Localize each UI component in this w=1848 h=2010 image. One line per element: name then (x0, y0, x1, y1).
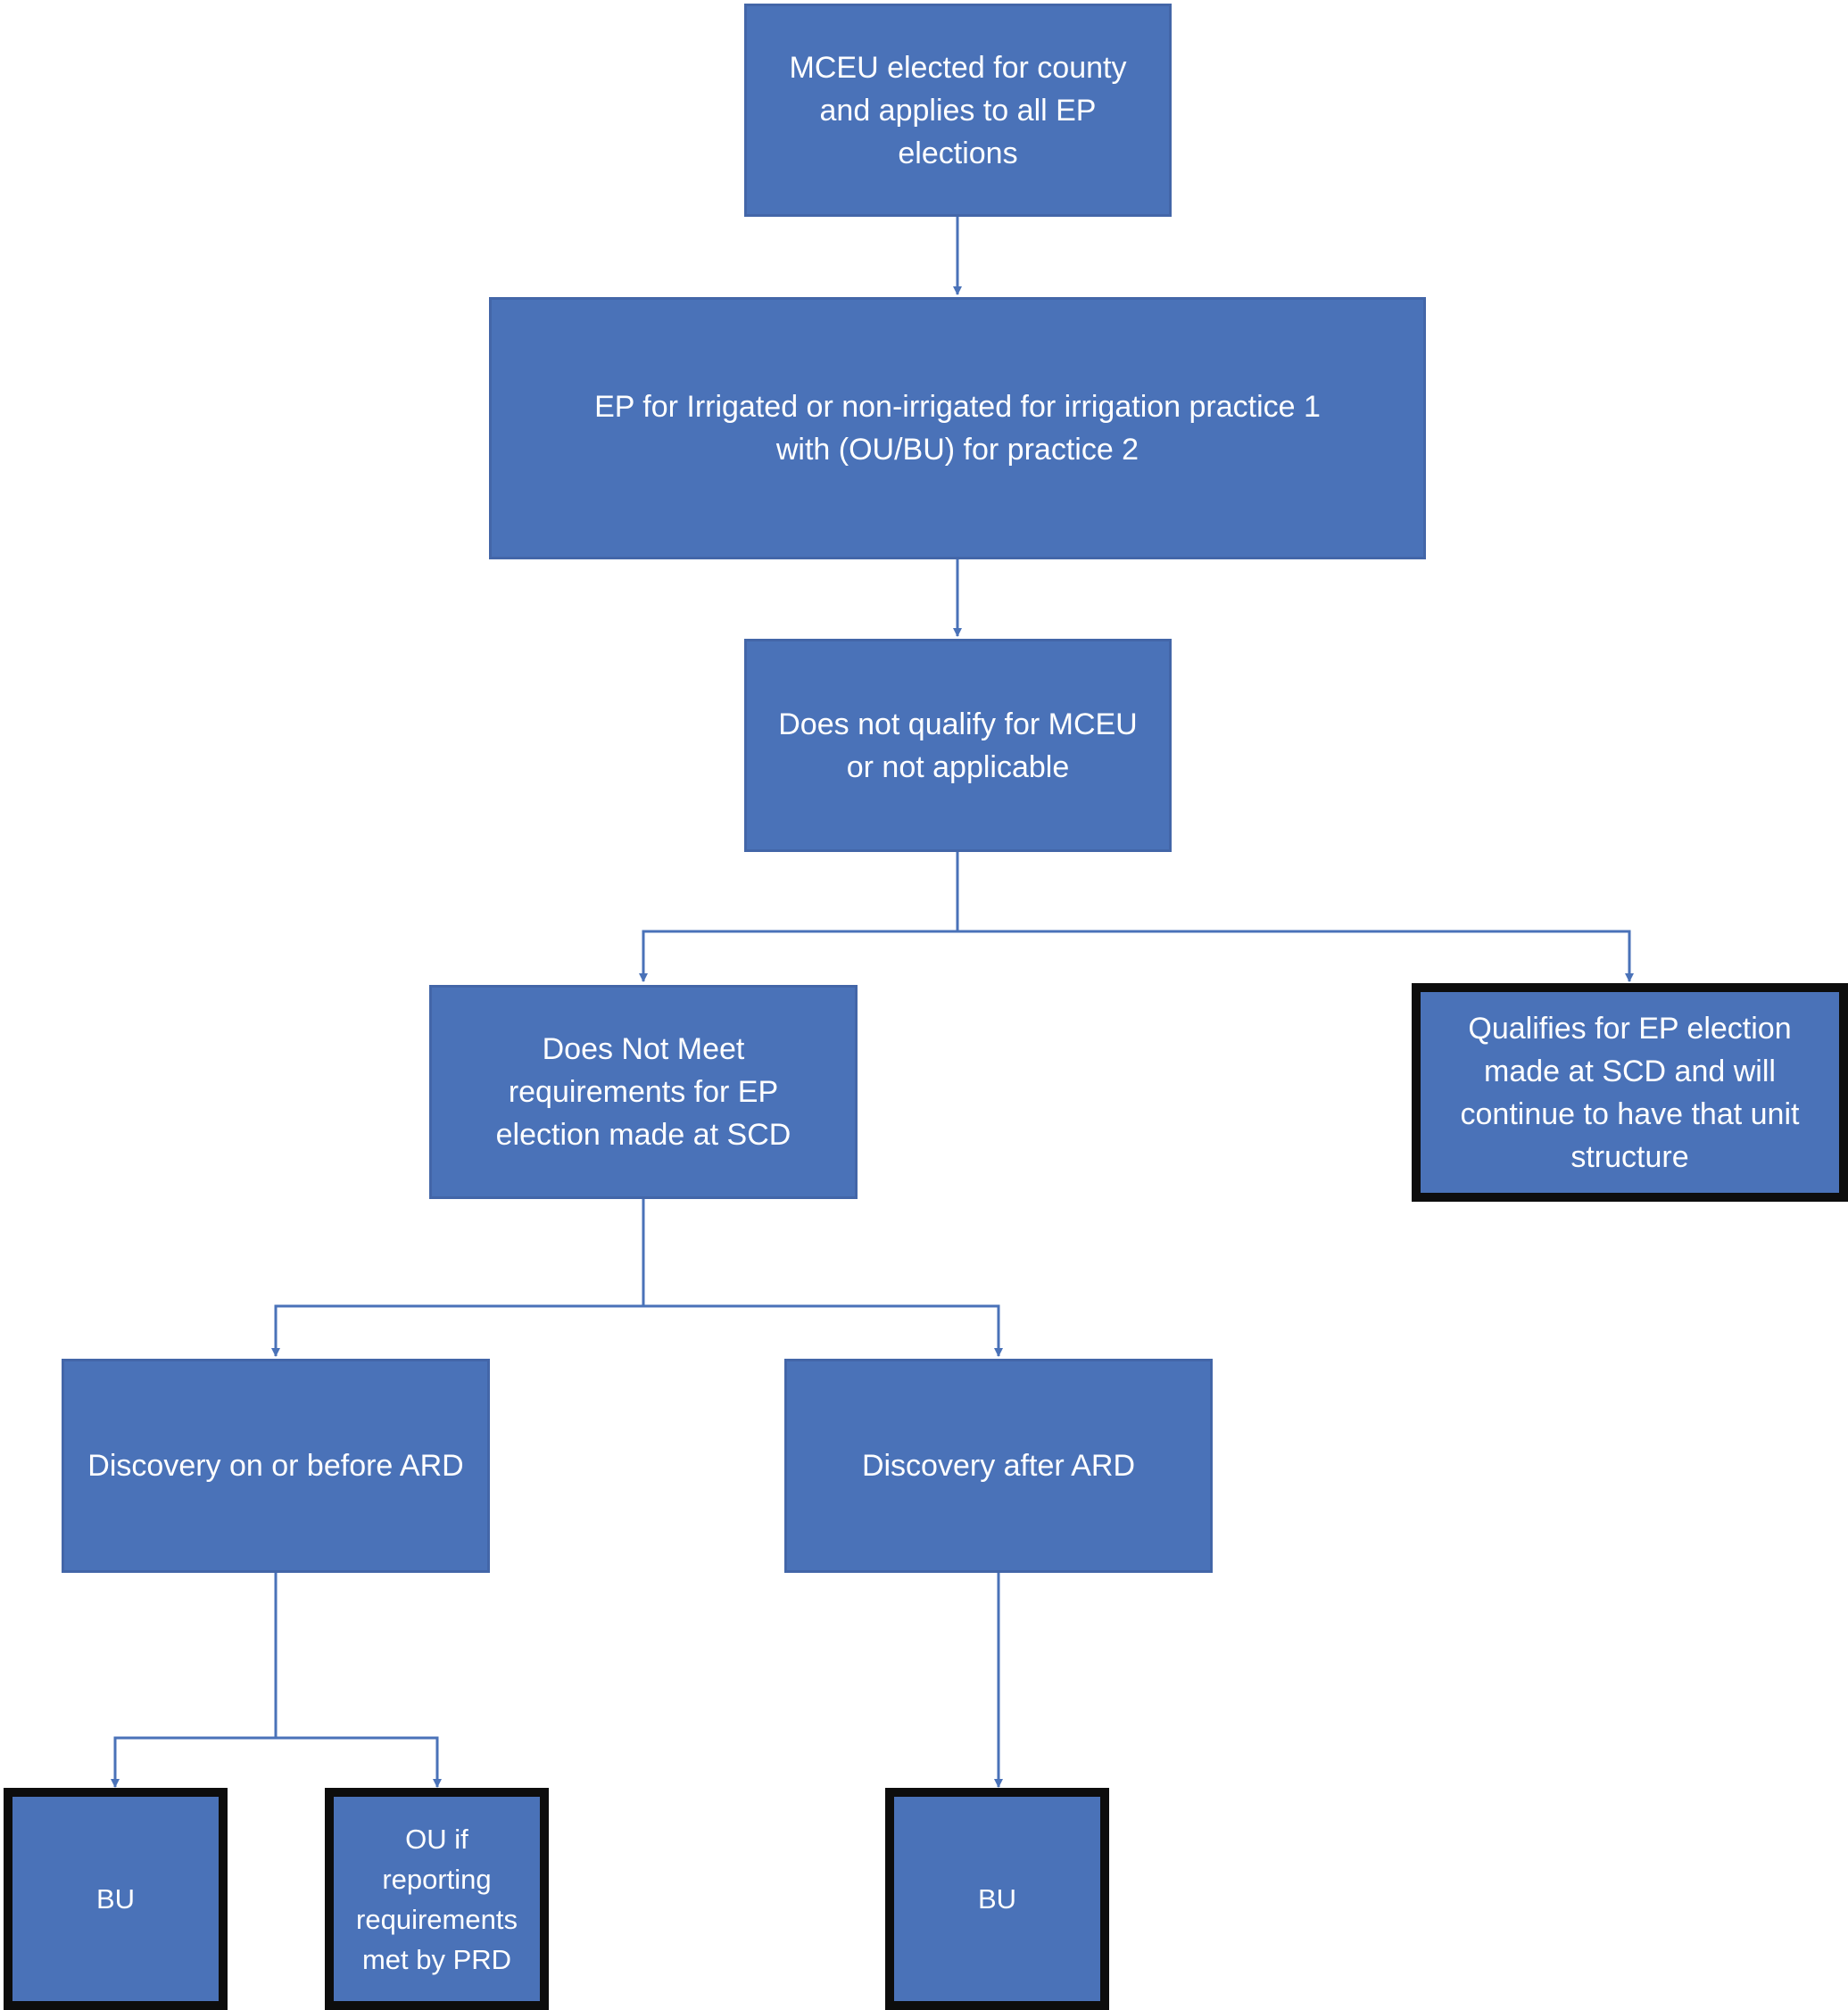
node-ep-irrigated-label: EP for Irrigated or non-irrigated for ir… (594, 390, 1321, 467)
node-bu-right-label: BU (977, 1883, 1017, 1915)
node-bu-right: BU (885, 1788, 1109, 2010)
node-not-qualify-mceu: Does not qualify for MCEU or not applica… (744, 639, 1172, 852)
node-not-qualify-mceu-label: Does not qualify for MCEU or not applica… (778, 707, 1138, 784)
arrow-not-qualify-to-qualifies (957, 930, 1634, 982)
node-discovery-after-ard: Discovery after ARD (784, 1359, 1213, 1573)
arrow-discovery-before-to-bu (111, 1573, 278, 1788)
node-ou-reporting: OU if reporting requirements met by PRD (325, 1788, 549, 2010)
node-ou-reporting-label: OU if reporting requirements met by PRD (356, 1823, 518, 1975)
node-bu-left-label: BU (95, 1883, 136, 1915)
arrow-discovery-before-to-ou (276, 1736, 442, 1788)
arrow-not-qualify-to-not-meet (639, 852, 959, 982)
node-qualifies-ep-label: Qualifies for EP election made at SCD an… (1460, 1011, 1800, 1174)
node-not-meet-ep: Does Not Meet requirements for EP electi… (429, 985, 858, 1199)
node-discovery-after-ard-label: Discovery after ARD (861, 1449, 1136, 1483)
node-not-meet-ep-label: Does Not Meet requirements for EP electi… (495, 1032, 791, 1152)
node-discovery-before-ard-label: Discovery on or before ARD (87, 1449, 464, 1483)
node-mceu-elected-label: MCEU elected for county and applies to a… (789, 50, 1127, 170)
node-ep-irrigated: EP for Irrigated or non-irrigated for ir… (489, 297, 1426, 559)
node-qualifies-ep: Qualifies for EP election made at SCD an… (1412, 983, 1848, 1202)
arrow-not-meet-to-discovery-before (271, 1199, 645, 1357)
node-mceu-elected: MCEU elected for county and applies to a… (744, 4, 1172, 217)
node-discovery-before-ard: Discovery on or before ARD (62, 1359, 490, 1573)
arrow-not-meet-to-discovery-after (643, 1304, 1003, 1357)
node-bu-left: BU (4, 1788, 228, 2010)
